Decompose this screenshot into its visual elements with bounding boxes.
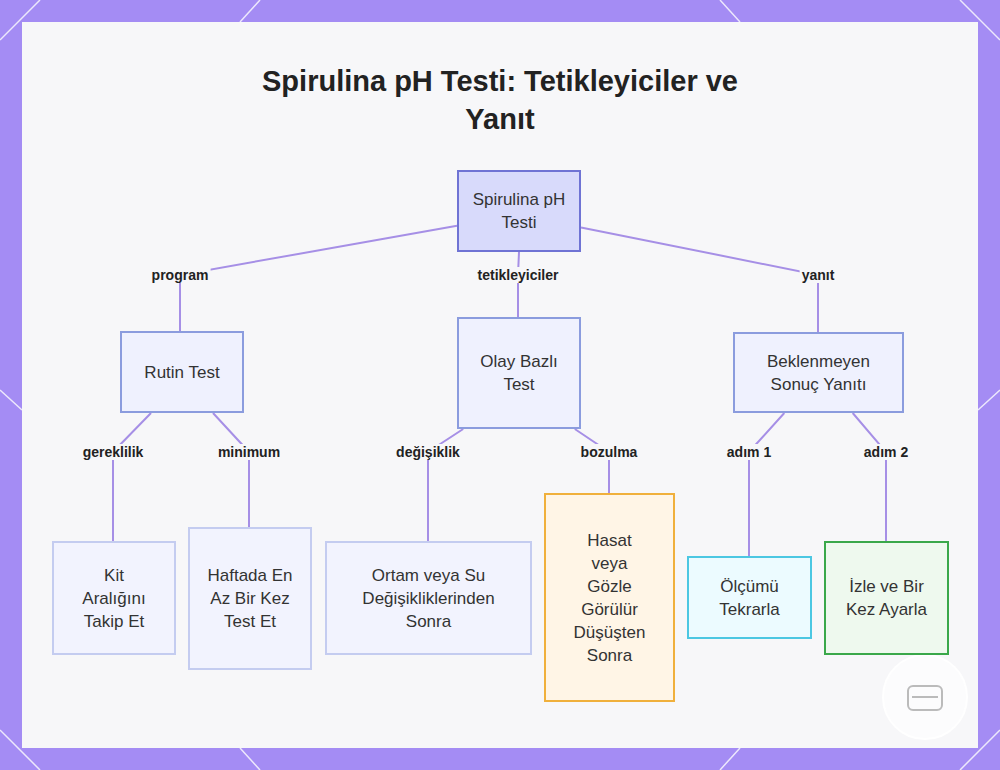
- edge-label: adım 2: [862, 444, 910, 460]
- diagram-title: Spirulina pH Testi: Tetikleyiciler ve Ya…: [250, 62, 750, 138]
- step-box: Ölçümü Tekrarla: [687, 556, 812, 639]
- leaf-box: Haftada En Az Bir Kez Test Et: [188, 527, 312, 670]
- logo-badge: [883, 655, 967, 739]
- node-label: İzle ve Bir Kez Ayarla: [844, 575, 929, 621]
- edge-label: değişiklik: [394, 444, 462, 460]
- leaf-box: Ortam veya Su Değişikliklerinden Sonra: [325, 541, 532, 655]
- connector-line: [113, 413, 151, 541]
- node-label: Rutin Test: [144, 361, 219, 384]
- node-label: Olay Bazlı Test: [469, 350, 569, 396]
- connector-line: [180, 226, 457, 331]
- process-box: Olay Bazlı Test: [457, 317, 581, 429]
- connector-line: [749, 413, 784, 556]
- connector-line: [213, 413, 249, 527]
- edge-label: bozulma: [579, 444, 640, 460]
- edge-label: minimum: [216, 444, 282, 460]
- node-label: Ölçümü Tekrarla: [701, 575, 798, 621]
- leaf-box: Kit Aralığını Takip Et: [52, 541, 176, 655]
- step-box: İzle ve Bir Kez Ayarla: [824, 541, 949, 655]
- edge-label: yanıt: [800, 267, 837, 283]
- highlight-box: Hasat veya Gözle Görülür Düşüşten Sonra: [544, 493, 675, 702]
- node-label: Spirulina pH Testi: [467, 188, 571, 234]
- connector-line: [575, 429, 609, 493]
- edge-label: adım 1: [725, 444, 773, 460]
- node-label: Haftada En Az Bir Kez Test Et: [206, 564, 294, 633]
- edge-label: program: [150, 267, 211, 283]
- root-box: Spirulina pH Testi: [457, 170, 581, 252]
- process-box: Rutin Test: [120, 331, 244, 413]
- node-label: Ortam veya Su Değişikliklerinden Sonra: [339, 564, 518, 633]
- connector-line: [518, 252, 519, 317]
- node-label: Kit Aralığını Takip Et: [72, 564, 156, 633]
- edge-label: gereklilik: [81, 444, 146, 460]
- node-label: Hasat veya Gözle Görülür Düşüşten Sonra: [568, 529, 651, 667]
- connector-line: [853, 413, 886, 541]
- node-label: Beklenmeyen Sonuç Yanıtı: [745, 350, 892, 396]
- panel: [22, 22, 978, 748]
- process-box: Beklenmeyen Sonuç Yanıtı: [733, 332, 904, 413]
- edge-label: tetikleyiciler: [476, 267, 561, 283]
- connector-line: [581, 227, 818, 332]
